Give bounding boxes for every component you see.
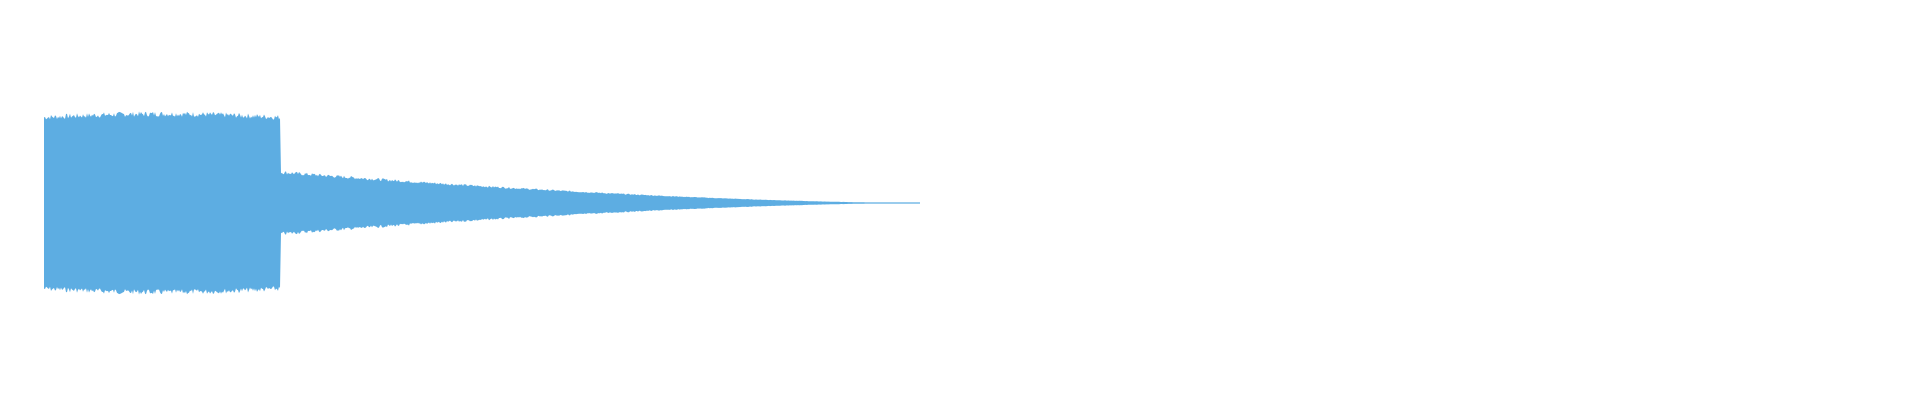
waveform-envelope <box>44 111 920 295</box>
